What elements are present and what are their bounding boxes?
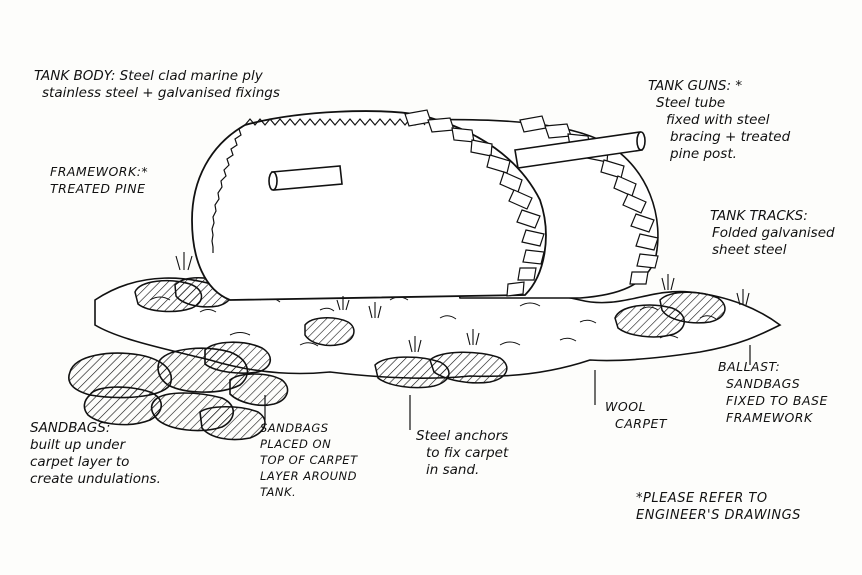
label-line: TANK GUNS: * bbox=[648, 78, 743, 94]
label-engineer-note: *PLEASE REFER TO ENGINEER'S DRAWINGS bbox=[636, 490, 801, 524]
label-line: FRAMEWORK bbox=[726, 410, 813, 425]
label-line: sheet steel bbox=[712, 242, 787, 258]
label-line: to fix carpet bbox=[426, 445, 509, 461]
label-line: TANK. bbox=[260, 485, 297, 499]
label-tank-body: TANK BODY: Steel clad marine ply stainle… bbox=[34, 68, 280, 102]
label-line: TANK TRACKS: bbox=[710, 208, 808, 224]
label-line: ENGINEER'S DRAWINGS bbox=[636, 508, 801, 523]
sandbags-behind-left bbox=[134, 277, 233, 313]
label-framework: FRAMEWORK:* TREATED PINE bbox=[50, 163, 148, 197]
label-ballast: BALLAST: SANDBAGS FIXED TO BASE FRAMEWOR… bbox=[718, 358, 828, 426]
label-line: create undulations. bbox=[30, 471, 161, 487]
label-line: carpet layer to bbox=[30, 454, 130, 470]
label-line: TANK BODY: Steel clad marine ply bbox=[34, 68, 263, 84]
label-sandbags-built-up: SANDBAGS: built up under carpet layer to… bbox=[30, 420, 161, 488]
label-line: SANDBAGS bbox=[726, 376, 801, 391]
label-sandbags-placed: SANDBAGS PLACED ON TOP OF CARPET LAYER A… bbox=[260, 420, 358, 500]
label-line: stainless steel + galvanised fixings bbox=[42, 85, 280, 101]
sandbags-right bbox=[614, 291, 726, 338]
sandbags-middle bbox=[304, 317, 508, 389]
grass-tufts bbox=[175, 252, 750, 353]
label-line: SANDBAGS bbox=[260, 421, 329, 435]
tank-gun-rear bbox=[514, 131, 646, 169]
tank-gun-front bbox=[268, 165, 343, 191]
label-line: *PLEASE REFER TO bbox=[636, 491, 768, 506]
label-line: bracing + treated bbox=[670, 129, 791, 145]
tank-body bbox=[191, 109, 547, 301]
label-line: fixed with steel bbox=[666, 112, 770, 128]
label-line: in sand. bbox=[426, 462, 480, 478]
label-line: WOOL bbox=[605, 399, 647, 414]
label-line: pine post. bbox=[670, 146, 737, 162]
steel-anchors bbox=[264, 345, 751, 430]
label-line: FIXED TO BASE bbox=[726, 393, 828, 408]
label-line: FRAMEWORK:* bbox=[50, 164, 149, 179]
label-line: BALLAST: bbox=[718, 359, 781, 374]
label-line: built up under bbox=[30, 437, 126, 453]
label-line: Steel tube bbox=[656, 95, 726, 111]
label-line: SANDBAGS: bbox=[30, 420, 111, 436]
label-line: Steel anchors bbox=[416, 428, 509, 444]
label-wool-carpet: WOOL CARPET bbox=[605, 398, 667, 432]
label-line: CARPET bbox=[615, 416, 668, 431]
label-line: LAYER AROUND bbox=[260, 469, 357, 483]
label-tank-tracks: TANK TRACKS: Folded galvanised sheet ste… bbox=[710, 208, 835, 259]
sandbags-left bbox=[68, 341, 289, 441]
label-steel-anchors: Steel anchors to fix carpet in sand. bbox=[416, 428, 508, 479]
label-line: Folded galvanised bbox=[712, 225, 835, 241]
label-line: TOP OF CARPET bbox=[260, 453, 358, 467]
label-line: PLACED ON bbox=[260, 437, 332, 451]
label-line: TREATED PINE bbox=[50, 181, 146, 196]
label-tank-guns: TANK GUNS: * Steel tube fixed with steel… bbox=[648, 78, 790, 163]
